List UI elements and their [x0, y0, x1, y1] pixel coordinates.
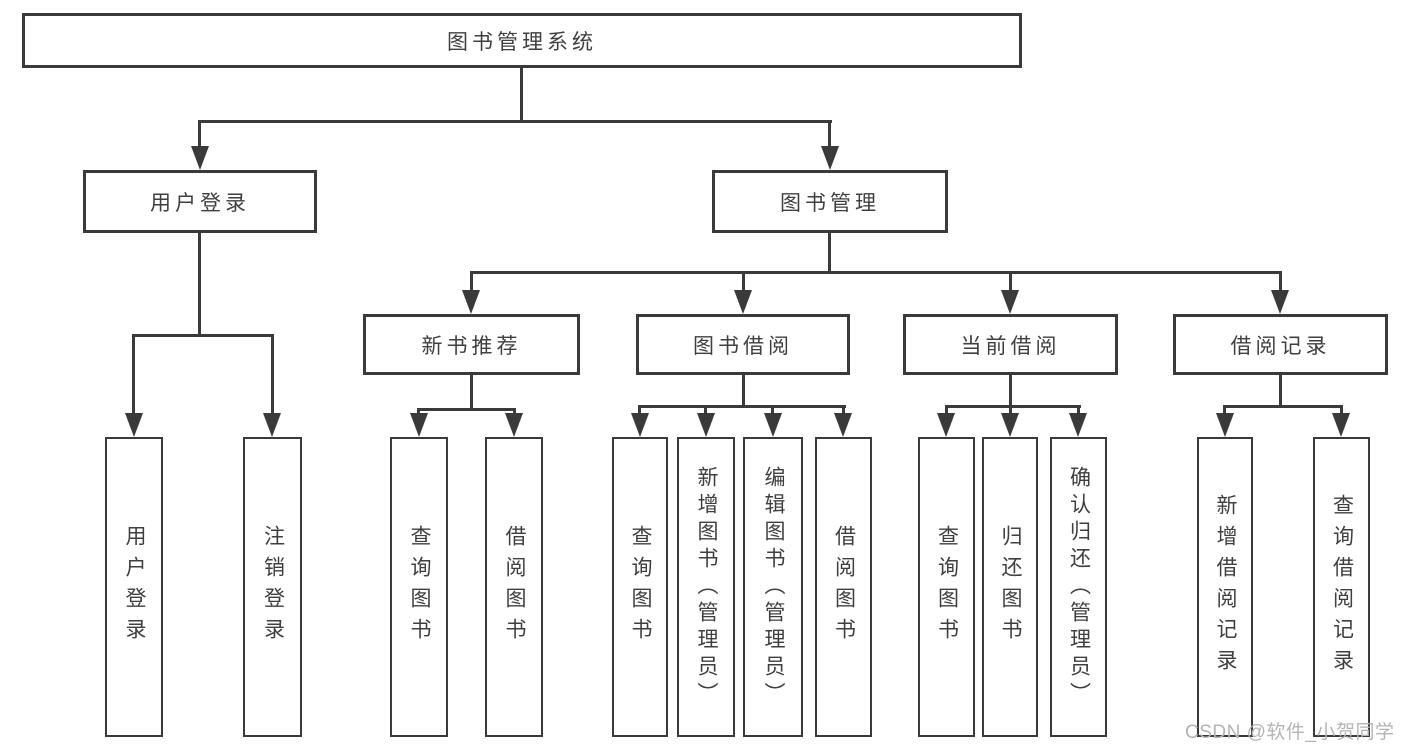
watermark: CSDN @软件_小贺同学 — [1185, 722, 1395, 743]
arrow-down-icon — [734, 290, 752, 314]
leaf-query-books-borrowing: 查询图书 — [612, 437, 668, 737]
connector-line — [1279, 375, 1282, 408]
connector-line — [638, 405, 641, 415]
connector-line — [1009, 375, 1012, 408]
node-label: 归还图书 — [999, 525, 1022, 649]
arrow-down-icon — [937, 413, 955, 437]
arrow-down-icon — [462, 290, 480, 314]
arrow-down-icon — [1271, 290, 1289, 314]
arrow-down-icon — [764, 413, 782, 437]
leaf-confirm-return-admin: 确认归还（管理员） — [1050, 437, 1107, 737]
node-label: 注销登录 — [261, 525, 285, 649]
connector-line — [828, 233, 831, 274]
arrow-down-icon — [1001, 413, 1019, 437]
leaf-borrow-books-borrowing: 借阅图书 — [815, 437, 872, 737]
connector-line — [842, 405, 845, 415]
node-label: 编辑图书（管理员） — [762, 465, 785, 709]
connector-line — [704, 405, 707, 415]
connector-line — [1223, 405, 1343, 408]
connector-line — [1279, 271, 1282, 293]
connector-line — [470, 271, 473, 293]
node-label: 图书管理 — [780, 191, 880, 215]
node-label: 用户登录 — [150, 191, 250, 215]
arrow-down-icon — [821, 146, 839, 170]
connector-line — [945, 405, 1081, 408]
connector-line — [828, 120, 831, 150]
connector-line — [1009, 405, 1012, 415]
connector-line — [742, 271, 745, 293]
connector-line — [417, 408, 420, 416]
node-current-borrowing: 当前借阅 — [903, 314, 1118, 375]
connector-line — [1340, 405, 1343, 415]
connector-line — [470, 375, 473, 411]
arrow-down-icon — [125, 413, 143, 437]
connector-line — [470, 271, 1282, 274]
arrow-down-icon — [1069, 413, 1087, 437]
node-label: 图书借阅 — [693, 334, 793, 358]
node-label: 借阅图书 — [832, 525, 856, 649]
connector-line — [638, 405, 846, 408]
connector-line — [417, 408, 516, 411]
node-label: 查询图书 — [629, 525, 652, 649]
connector-line — [742, 375, 745, 408]
arrow-down-icon — [631, 413, 649, 437]
connector-line — [513, 408, 516, 416]
node-label: 当前借阅 — [960, 334, 1061, 358]
connector-line — [1223, 405, 1226, 415]
leaf-query-books-recommend: 查询图书 — [390, 437, 448, 737]
node-label: 查询借阅记录 — [1330, 494, 1354, 680]
arrow-down-icon — [263, 413, 281, 437]
leaf-logout: 注销登录 — [243, 437, 302, 737]
arrow-down-icon — [191, 146, 209, 170]
node-label: 新书推荐 — [421, 334, 522, 358]
node-borrowing-records: 借阅记录 — [1173, 314, 1388, 375]
node-label: 查询图书 — [935, 525, 959, 649]
node-new-book-recommendation: 新书推荐 — [363, 314, 580, 375]
leaf-edit-book-admin: 编辑图书（管理员） — [743, 437, 803, 737]
leaf-add-borrow-record: 新增借阅记录 — [1197, 437, 1253, 737]
node-label: 借阅记录 — [1230, 334, 1331, 358]
node-library-management-system: 图书管理系统 — [22, 13, 1022, 68]
node-label: 图书管理系统 — [447, 30, 597, 54]
connector-line — [132, 334, 135, 416]
arrow-down-icon — [1216, 413, 1234, 437]
connector-line — [198, 120, 832, 123]
arrow-down-icon — [834, 413, 852, 437]
connector-line — [1009, 271, 1012, 293]
node-label: 用户登录 — [123, 525, 146, 649]
node-label: 新增图书（管理员） — [695, 465, 718, 709]
arrow-down-icon — [1001, 290, 1019, 314]
leaf-borrow-books-recommend: 借阅图书 — [485, 437, 543, 737]
node-label: 查询图书 — [408, 525, 431, 649]
leaf-user-login: 用户登录 — [105, 437, 163, 737]
connector-line — [198, 233, 201, 337]
connector-line — [520, 68, 523, 120]
leaf-query-books-current: 查询图书 — [918, 437, 975, 737]
arrow-down-icon — [410, 413, 428, 437]
arrow-down-icon — [697, 413, 715, 437]
arrow-down-icon — [1332, 413, 1350, 437]
node-label: 借阅图书 — [503, 525, 526, 649]
connector-line — [132, 334, 274, 337]
node-book-management: 图书管理 — [712, 170, 948, 233]
node-label: 新增借阅记录 — [1214, 494, 1237, 680]
connector-line — [945, 405, 948, 415]
connector-line — [198, 120, 201, 150]
leaf-return-book: 归还图书 — [982, 437, 1038, 737]
arrow-down-icon — [505, 413, 523, 437]
leaf-query-borrow-record: 查询借阅记录 — [1313, 437, 1370, 737]
leaf-add-book-admin: 新增图书（管理员） — [677, 437, 735, 737]
connector-line — [1077, 405, 1080, 415]
node-book-borrowing: 图书借阅 — [636, 314, 850, 375]
node-label: 确认归还（管理员） — [1067, 465, 1091, 709]
node-user-login: 用户登录 — [83, 170, 317, 233]
connector-line — [271, 334, 274, 416]
connector-line — [771, 405, 774, 415]
